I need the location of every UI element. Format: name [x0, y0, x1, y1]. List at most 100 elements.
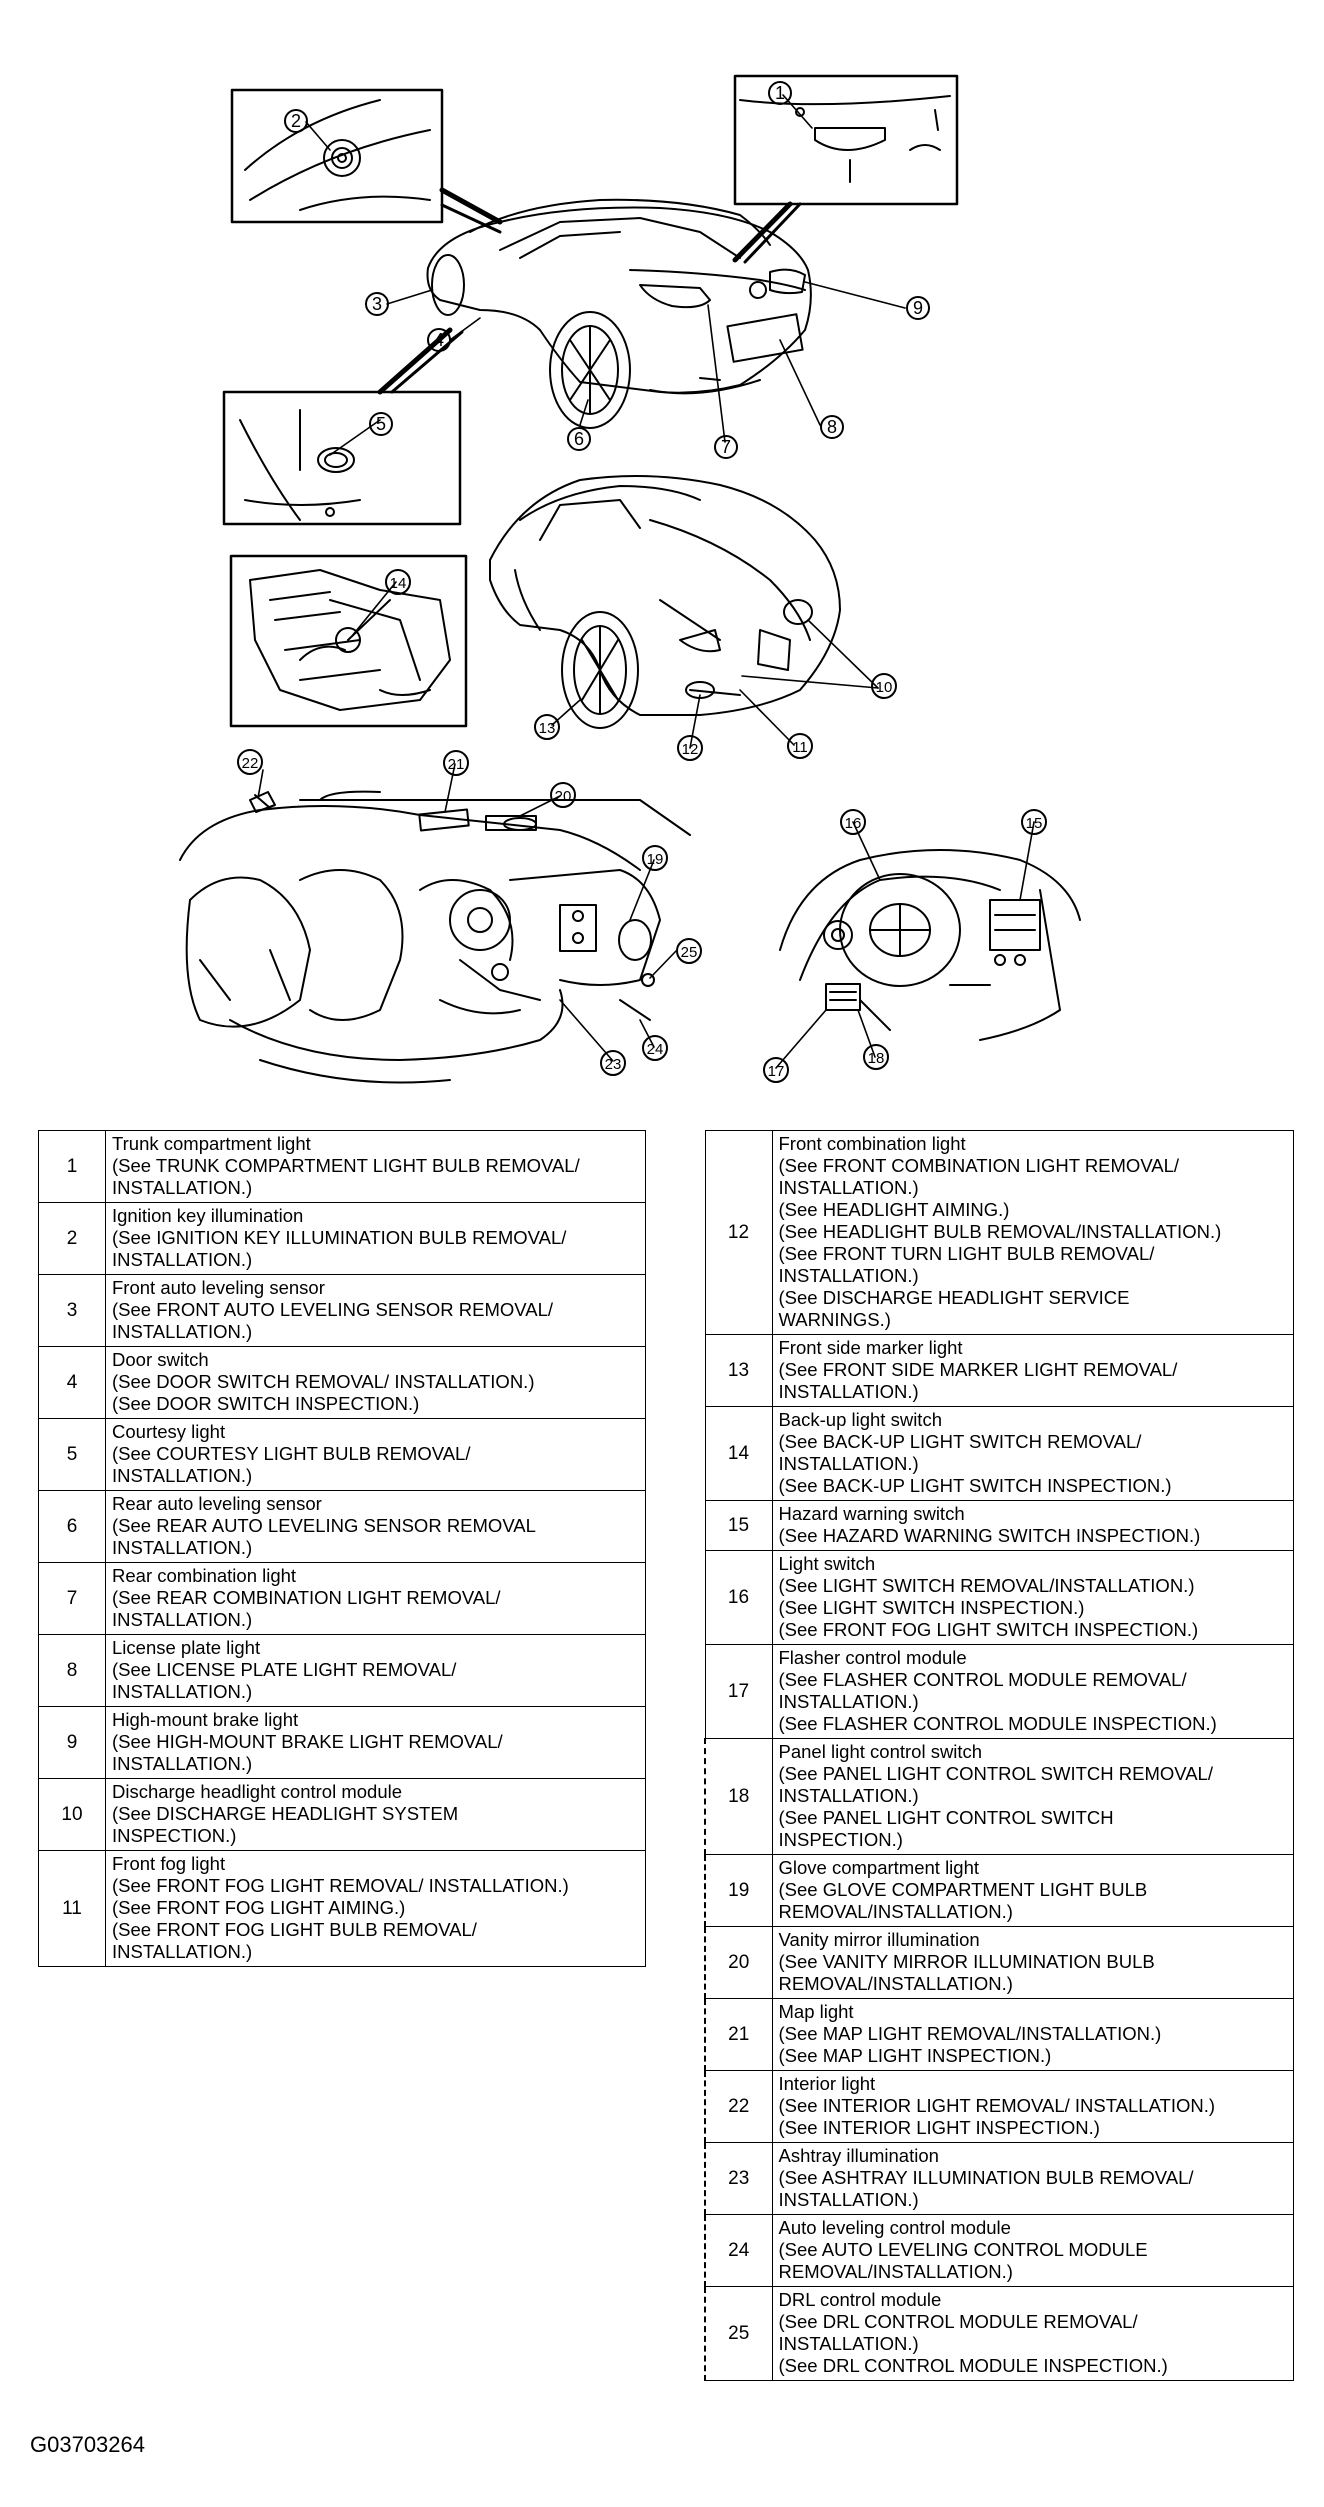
component-number: 19 — [704, 1854, 773, 1927]
component-description: Trunk compartment light(See TRUNK COMPAR… — [105, 1130, 646, 1203]
callout-label: 2 — [291, 111, 301, 131]
component-name: Discharge headlight control module — [112, 1781, 403, 1802]
callout-label: 8 — [827, 417, 837, 437]
reference-line: (See COURTESY LIGHT BULB REMOVAL/ — [112, 1443, 471, 1464]
callout-label: 23 — [605, 1056, 622, 1073]
component-description: Ignition key illumination(See IGNITION K… — [105, 1202, 646, 1275]
callout-label: 21 — [448, 756, 465, 773]
component-number: 11 — [38, 1850, 106, 1967]
reference-line: INSTALLATION.) — [778, 1265, 919, 1286]
component-number: 24 — [704, 2214, 773, 2287]
reference-line: (See HEADLIGHT BULB REMOVAL/INSTALLATION… — [778, 1221, 1222, 1242]
callout-14: 14 — [385, 569, 411, 595]
component-description: Interior light(See INTERIOR LIGHT REMOVA… — [771, 2070, 1294, 2143]
reference-line: (See DISCHARGE HEADLIGHT SERVICE — [778, 1287, 1130, 1308]
reference-line: WARNINGS.) — [778, 1309, 891, 1330]
callout-3: 3 — [365, 292, 389, 316]
reference-line: (See LICENSE PLATE LIGHT REMOVAL/ — [112, 1659, 457, 1680]
reference-line: (See BACK-UP LIGHT SWITCH REMOVAL/ — [778, 1431, 1142, 1452]
reference-line: (See INTERIOR LIGHT INSPECTION.) — [778, 2117, 1100, 2138]
component-name: High-mount brake light — [112, 1709, 299, 1730]
reference-line: (See LIGHT SWITCH REMOVAL/INSTALLATION.) — [778, 1575, 1195, 1596]
component-name: Vanity mirror illumination — [778, 1929, 980, 1950]
callout-label: 14 — [390, 575, 407, 592]
callout-label: 7 — [721, 437, 731, 457]
reference-line: INSTALLATION.) — [778, 1785, 919, 1806]
callout-label: 3 — [372, 294, 382, 314]
component-number: 12 — [704, 1130, 773, 1335]
component-description: Front combination light(See FRONT COMBIN… — [771, 1130, 1294, 1335]
component-name: Map light — [778, 2001, 854, 2022]
reference-line: (See FRONT SIDE MARKER LIGHT REMOVAL/ — [778, 1359, 1178, 1380]
interior-light-piece — [249, 791, 276, 813]
callout-23: 23 — [600, 1050, 626, 1076]
reference-line: (See DISCHARGE HEADLIGHT SYSTEM — [112, 1803, 459, 1824]
component-description: Light switch(See LIGHT SWITCH REMOVAL/IN… — [771, 1550, 1294, 1645]
reference-line: (See HAZARD WARNING SWITCH INSPECTION.) — [778, 1525, 1201, 1546]
callout-9: 9 — [906, 296, 930, 320]
reference-line: (See FRONT FOG LIGHT BULB REMOVAL/ — [112, 1919, 477, 1940]
callout-12: 12 — [677, 735, 703, 761]
callout-1: 1 — [768, 81, 792, 105]
reference-line: INSTALLATION.) — [112, 1609, 253, 1630]
component-name: Front combination light — [778, 1133, 966, 1154]
reference-line: REMOVAL/INSTALLATION.) — [778, 1973, 1013, 1994]
reference-line: (See FLASHER CONTROL MODULE REMOVAL/ — [778, 1669, 1187, 1690]
reference-line: (See VANITY MIRROR ILLUMINATION BULB — [778, 1951, 1155, 1972]
reference-line: INSTALLATION.) — [112, 1941, 253, 1962]
component-description: Rear combination light(See REAR COMBINAT… — [105, 1562, 646, 1635]
inset-transmission — [229, 554, 468, 728]
component-number: 21 — [704, 1998, 773, 2071]
reference-line: REMOVAL/INSTALLATION.) — [778, 2261, 1013, 2282]
reference-line: (See REAR COMBINATION LIGHT REMOVAL/ — [112, 1587, 501, 1608]
component-description: Courtesy light(See COURTESY LIGHT BULB R… — [105, 1418, 646, 1491]
reference-line: (See FRONT FOG LIGHT SWITCH INSPECTION.) — [778, 1619, 1199, 1640]
callout-label: 10 — [876, 679, 893, 696]
callout-2: 2 — [284, 109, 308, 133]
callout-label: 15 — [1026, 815, 1043, 832]
component-name: Front fog light — [112, 1853, 226, 1874]
reference-line: INSTALLATION.) — [112, 1753, 253, 1774]
component-name: Trunk compartment light — [112, 1133, 311, 1154]
callout-5: 5 — [369, 412, 393, 436]
component-number: 6 — [38, 1490, 106, 1563]
component-name: License plate light — [112, 1637, 261, 1658]
reference-line: INSTALLATION.) — [112, 1681, 253, 1702]
component-name: DRL control module — [778, 2289, 942, 2310]
reference-line: (See DOOR SWITCH INSPECTION.) — [112, 1393, 420, 1414]
leader-lines — [257, 94, 1035, 1069]
component-row: 11 Front fog light(See FRONT FOG LIGHT RE… — [38, 1850, 646, 1967]
callout-label: 19 — [647, 851, 664, 868]
component-name: Glove compartment light — [778, 1857, 980, 1878]
reference-line: INSTALLATION.) — [778, 2189, 919, 2210]
figure-code: G03703264 — [30, 2432, 145, 2457]
reference-line: (See FRONT FOG LIGHT REMOVAL/ INSTALLATI… — [112, 1875, 569, 1896]
component-number: 4 — [38, 1346, 106, 1419]
callout-17: 17 — [763, 1057, 789, 1083]
callout-15: 15 — [1021, 809, 1047, 835]
component-number: 5 — [38, 1418, 106, 1491]
callout-label: 22 — [242, 755, 259, 772]
reference-line: (See ASHTRAY ILLUMINATION BULB REMOVAL/ — [778, 2167, 1194, 2188]
component-description: High-mount brake light(See HIGH-MOUNT BR… — [105, 1706, 646, 1779]
reference-line: INSTALLATION.) — [778, 2333, 919, 2354]
component-description: Back-up light switch(See BACK-UP LIGHT S… — [771, 1406, 1294, 1501]
